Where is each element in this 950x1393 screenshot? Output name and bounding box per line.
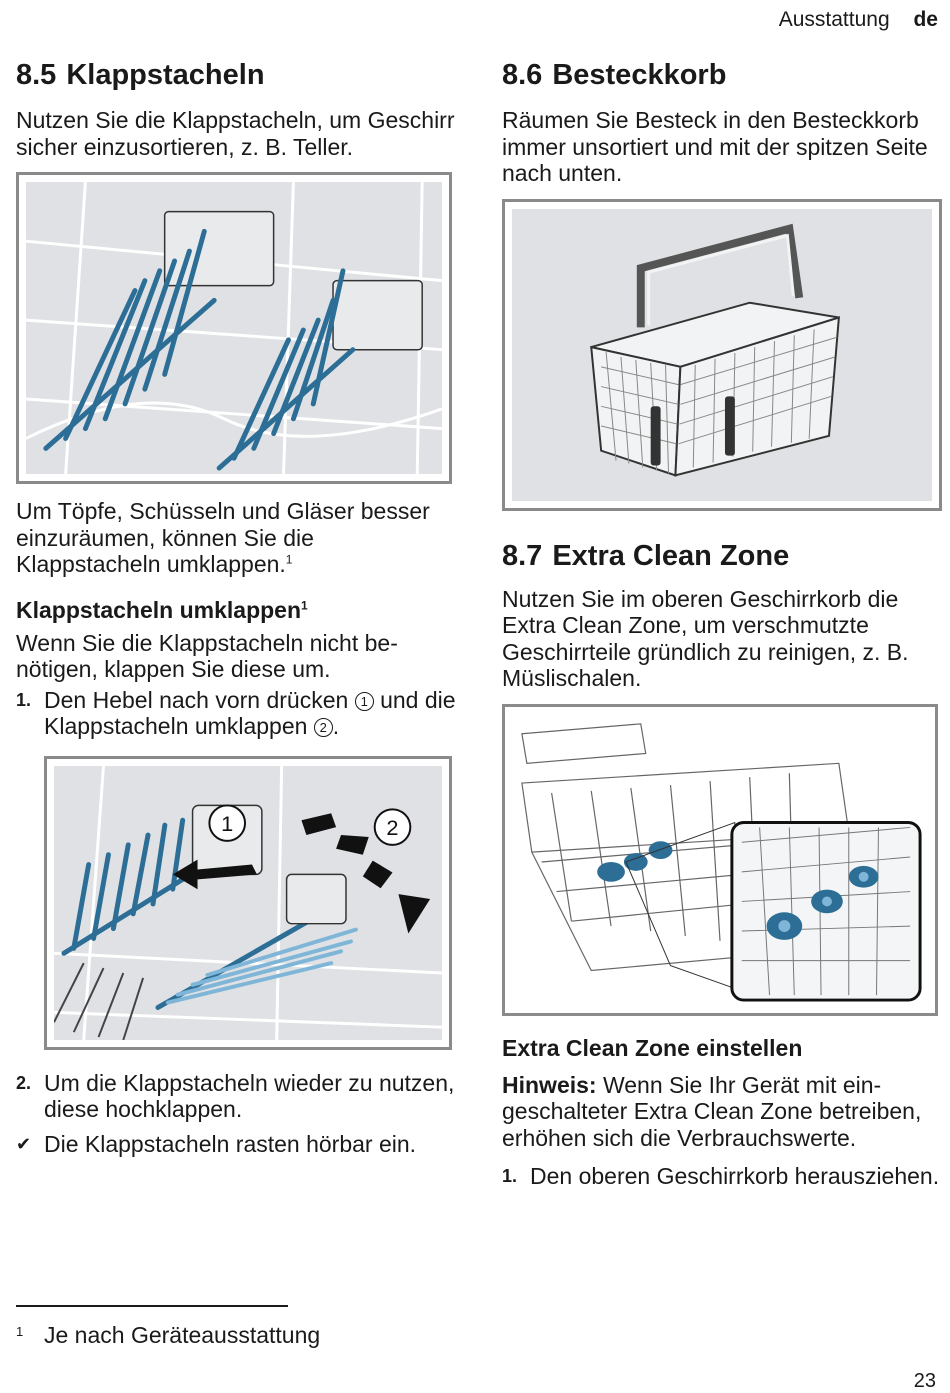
step-result: ✔ Die Klappstacheln rasten hörbar ein. <box>16 1130 417 1157</box>
section-8-5-intro: Nutzen Sie die Klappstacheln, um Geschir… <box>16 107 455 160</box>
figure-fold-down-tines: 1 2 <box>44 755 452 1050</box>
figure-extra-clean-zone <box>502 703 938 1016</box>
extra-clean-note: Hinweis: Wenn Sie Ihr Gerät mit ein­gesc… <box>502 1071 922 1151</box>
footnote: 1 Je nach Geräteausstattung <box>16 1322 320 1349</box>
page-header: Ausstattung de <box>779 8 938 32</box>
section-8-5-para2: Um Töpfe, Schüsseln und Gläser besser ei… <box>16 498 430 577</box>
step-1: 1. Den Hebel nach vorn drücken 1 und die… <box>16 686 456 740</box>
header-language: de <box>913 8 938 31</box>
callout-1-marker: 1 <box>354 691 374 711</box>
fold-down-tines-illustration: 1 2 <box>54 765 442 1040</box>
callout-2-marker: 2 <box>313 718 333 737</box>
header-section: Ausstattung <box>778 8 890 31</box>
footnote-mark: 1 <box>16 1324 24 1339</box>
section-8-6-intro: Räumen Sie Besteck in den Besteck­korb i… <box>502 107 928 186</box>
footnote-rule <box>16 1305 288 1307</box>
checkmark-icon: ✔ <box>16 1133 32 1154</box>
figure-callout-1: 1 <box>221 811 233 836</box>
folding-tines-illustration <box>26 182 442 474</box>
figure-folding-tines <box>16 172 452 484</box>
figure-cutlery-basket <box>502 198 942 511</box>
step-2: 2. Um die Klappstacheln wieder zu nutzen… <box>16 1069 455 1123</box>
footnote-text: Je nach Geräteausstattung <box>44 1322 321 1348</box>
cutlery-basket-illustration <box>512 208 932 501</box>
figure-callout-2: 2 <box>386 815 398 840</box>
page-number: 23 <box>913 1370 936 1392</box>
subsection-fold-tines-heading: Klappstacheln umklappen1 <box>16 596 308 623</box>
section-8-7-intro: Nutzen Sie im oberen Geschirrkorb die Ex… <box>502 585 909 692</box>
subsection-extra-clean-heading: Extra Clean Zone einstellen <box>502 1034 803 1061</box>
extra-clean-zone-illustration <box>512 713 928 1006</box>
subsection-fold-tines-text: Wenn Sie die Klappstacheln nicht be­nöti… <box>16 629 398 683</box>
extra-clean-step-1: 1. Den oberen Geschirrkorb heraus­ziehen… <box>502 1163 940 1189</box>
